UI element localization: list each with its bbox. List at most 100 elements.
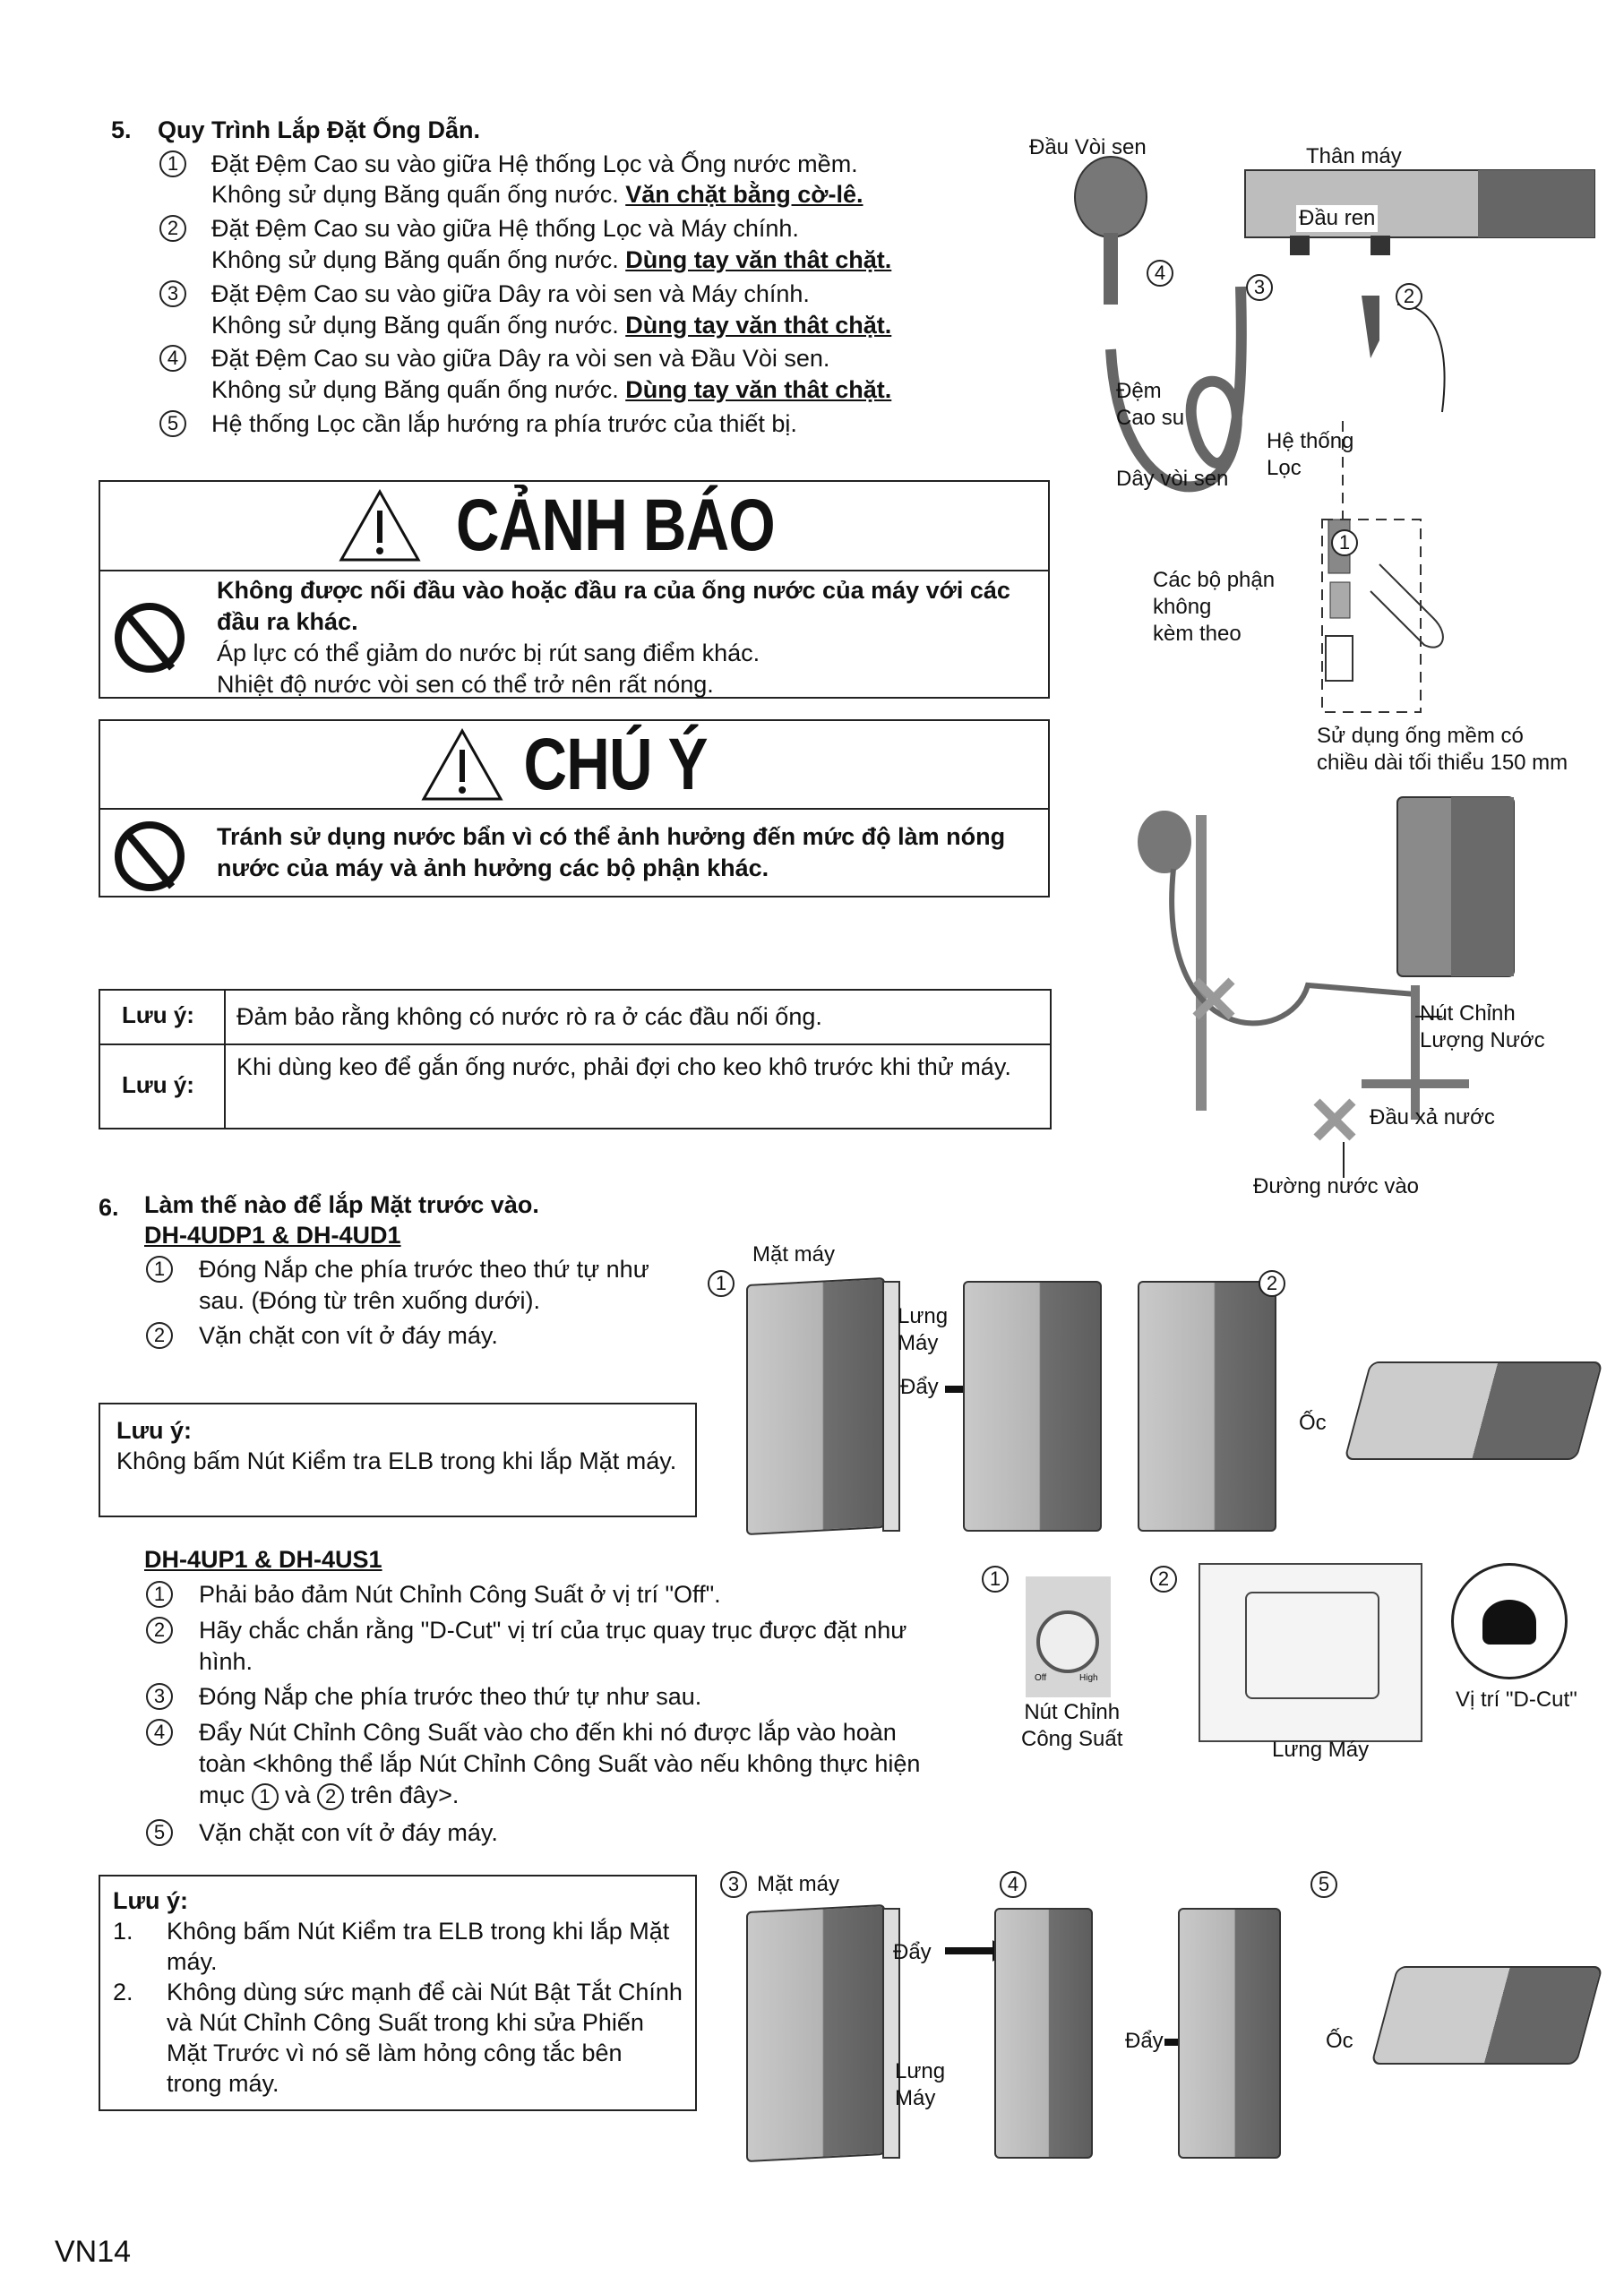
label-line: kèm theo xyxy=(1153,622,1242,646)
section-6-title: Làm thế nào để lắp Mặt trước vào. xyxy=(144,1191,539,1218)
label-line: Lưng xyxy=(898,1304,949,1328)
label-dcut: Vị trí "D-Cut" xyxy=(1456,1688,1577,1712)
step-number: 5 xyxy=(146,1819,173,1846)
step-number: 4 xyxy=(159,345,186,372)
step-text: Đóng Nắp che phía trước theo thứ tự như … xyxy=(199,1256,649,1314)
section-5-title: Quy Trình Lắp Đặt Ống Dẫn. xyxy=(158,116,481,143)
marker-4: 4 xyxy=(1000,1871,1027,1898)
section-6-number: 6. xyxy=(99,1194,119,1221)
step-text: Phải bảo đảm Nút Chỉnh Công Suất ở vị tr… xyxy=(199,1581,721,1608)
note-label: Lưu ý: xyxy=(116,1417,193,1444)
step-text-line: Không sử dụng Băng quấn ống nước. xyxy=(211,376,619,403)
label-line: Cao su xyxy=(1116,406,1185,430)
caution-header: CHÚ Ý xyxy=(100,721,1048,810)
appliance-illustration xyxy=(963,1281,1102,1532)
step-text: Đặt Đệm Cao su vào giữa Dây ra vòi sen v… xyxy=(211,345,830,372)
panel-text: Push On-Off xyxy=(1444,242,1491,251)
marker-3: 3 xyxy=(720,1871,747,1898)
step-number: 3 xyxy=(146,1683,173,1710)
label-hose-note: Sử dụng ống mềm có chiều dài tối thiểu 15… xyxy=(1317,723,1568,777)
step-text-line: Không sử dụng Băng quấn ống nước. xyxy=(211,312,619,339)
note-number: 2. xyxy=(113,1979,133,2005)
step-number: 2 xyxy=(146,1617,173,1644)
marker-2: 2 xyxy=(1259,1270,1285,1297)
label-line: Sử dụng ống mềm có xyxy=(1317,724,1524,748)
section-5-number: 5. xyxy=(111,116,132,143)
step-text-main: Đẩy Nút Chỉnh Công Suất vào cho đến khi … xyxy=(199,1719,921,1808)
label-line: Đệm xyxy=(1116,379,1162,403)
appliance-illustration xyxy=(994,1908,1093,2159)
step-number: 1 xyxy=(146,1581,173,1608)
step-text: Không sử dụng Băng quấn ống nước. Dùng t… xyxy=(211,374,891,406)
note-label: Lưu ý: xyxy=(122,1071,194,1098)
label-line: chiều dài tối thiểu 150 mm xyxy=(1317,751,1568,775)
step-text-line: Không sử dụng Băng quấn ống nước. xyxy=(211,246,619,273)
appliance-bottom-illustration xyxy=(1344,1361,1603,1460)
step-number: 5 xyxy=(159,410,186,437)
caution-box: CHÚ Ý Tránh sử dụng nước bẩn vì có thể ả… xyxy=(99,719,1050,897)
step-text: Đóng Nắp che phía trước theo thứ tự như … xyxy=(199,1683,702,1710)
prohibited-icon xyxy=(115,603,185,673)
page-number: VN14 xyxy=(55,2235,132,2269)
warning-box: CẢNH BÁO Không được nối đầu vào hoặc đầu… xyxy=(99,480,1050,699)
label-line: Lưng xyxy=(895,2059,946,2083)
label-back: Lưng Máy xyxy=(1272,1738,1370,1762)
power-knob-panel: Off High xyxy=(1026,1576,1111,1697)
note-number: 1. xyxy=(113,1918,133,1945)
back-panel xyxy=(882,1908,900,2159)
label-front: Mặt máy xyxy=(752,1242,836,1267)
appliance-illustration xyxy=(1138,1281,1276,1532)
marker-1: 1 xyxy=(1331,529,1358,556)
step-number: 1 xyxy=(159,150,186,177)
step-number: 3 xyxy=(159,280,186,307)
label-line: Công Suất xyxy=(1021,1727,1123,1751)
note-label: Lưu ý: xyxy=(113,1887,189,1914)
label-push: Đẩy xyxy=(893,1940,932,1964)
label-line: Nút Chỉnh xyxy=(1420,1001,1516,1026)
step-text-tail: trên đây>. xyxy=(350,1782,460,1808)
model-a-heading: DH-4UDP1 & DH-4UD1 xyxy=(144,1222,401,1249)
label-body: Thân máy xyxy=(1306,144,1402,168)
label-line: Máy xyxy=(898,1331,939,1355)
warning-text: Áp lực có thể giảm do nước bị rút sang đ… xyxy=(217,640,760,666)
warning-title: CẢNH BÁO xyxy=(456,485,776,566)
dcut-zoom-circle xyxy=(1451,1563,1568,1679)
label-line: không xyxy=(1153,595,1212,619)
marker-3: 3 xyxy=(1246,274,1273,301)
appliance-illustration xyxy=(746,1276,885,1536)
label-line: Lọc xyxy=(1267,456,1302,480)
note-text: Không bấm Nút Kiểm tra ELB trong khi lắp… xyxy=(116,1447,677,1474)
caution-text: Tránh sử dụng nước bẩn vì có thể ảnh hưở… xyxy=(217,823,1006,881)
label-front: Mặt máy xyxy=(757,1872,840,1896)
appliance-illustration xyxy=(1178,1908,1281,2159)
note-box: Lưu ý: Không bấm Nút Kiểm tra ELB trong … xyxy=(99,1403,697,1517)
label-screw: Ốc xyxy=(1299,1411,1327,1435)
appliance-bottom-illustration xyxy=(1371,1966,1603,2065)
note-text: Không dùng sức mạnh để cài Nút Bật Tắt C… xyxy=(167,1979,683,2097)
label-not-included: Các bộ phận không kèm theo xyxy=(1153,567,1275,648)
caution-title: CHÚ Ý xyxy=(523,723,708,805)
label-thread: Đầu ren xyxy=(1296,205,1379,232)
label-line: Máy xyxy=(895,2086,936,2110)
step-number: 1 xyxy=(146,1256,173,1283)
marker-2: 2 xyxy=(1150,1566,1177,1593)
knob-off-label: Off xyxy=(1035,1673,1047,1683)
label-inlet: Đường nước vào xyxy=(1253,1174,1420,1198)
internal-board-illustration xyxy=(1199,1563,1422,1742)
notes-table: Lưu ý: Đảm bảo rằng không có nước rò ra … xyxy=(99,989,1052,1129)
warning-triangle-icon xyxy=(421,727,503,800)
step-text: Đẩy Nút Chỉnh Công Suất vào cho đến khi … xyxy=(199,1717,942,1811)
prohibited-icon xyxy=(115,821,185,891)
label-line: Các bộ phận xyxy=(1153,568,1276,592)
knob-high-label: High xyxy=(1079,1673,1098,1683)
label-drain: Đầu xả nước xyxy=(1370,1105,1495,1129)
step-text: Vặn chặt con vít ở đáy máy. xyxy=(199,1819,498,1846)
step-text: Hãy chắc chắn rằng "D-Cut" vị trí của tr… xyxy=(199,1617,907,1675)
warning-triangle-icon xyxy=(339,489,421,562)
piping-illustration xyxy=(1074,156,1595,1178)
marker-4: 4 xyxy=(1147,260,1173,287)
marker-5: 5 xyxy=(1310,1871,1337,1898)
